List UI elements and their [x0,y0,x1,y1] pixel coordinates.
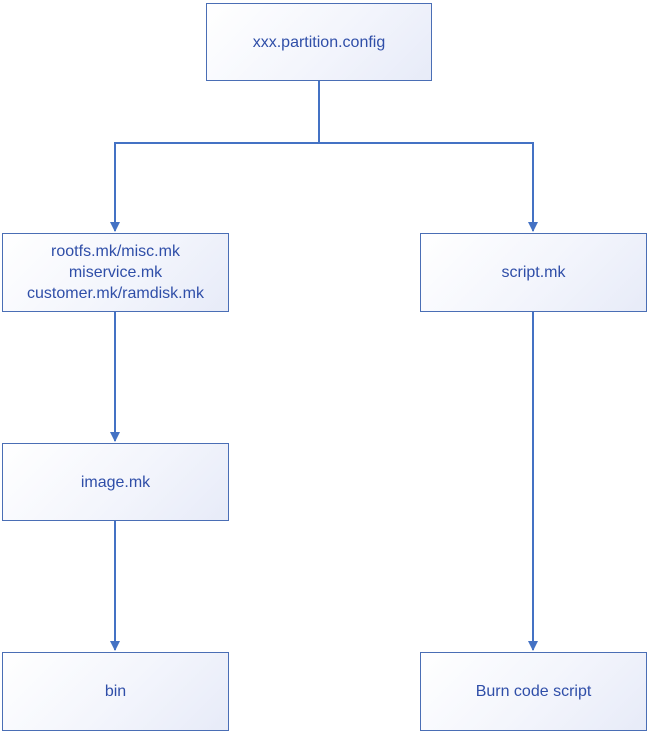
edge-config-to-script [319,142,538,232]
node-make-files-line-customer: customer.mk/ramdisk.mk [27,285,204,302]
node-make-files-line-rootfs: rootfs.mk/misc.mk [51,243,180,260]
node-partition-config-label: xxx.partition.config [252,33,386,51]
node-script-mk-label: script.mk [501,264,566,281]
node-burn-code-script-label: Burn code script [475,683,592,700]
node-make-files: rootfs.mk/misc.mk miservice.mk customer.… [2,233,229,312]
edge-config-to-makes [110,81,320,232]
node-script-mk: script.mk [420,233,647,312]
node-make-files-lines: rootfs.mk/misc.mk miservice.mk customer.… [27,241,204,304]
node-bin: bin [2,652,229,731]
node-image-mk: image.mk [2,443,229,521]
node-burn-code-script: Burn code script [420,652,647,731]
node-partition-config: xxx.partition.config [206,3,432,81]
node-image-mk-label: image.mk [80,473,151,491]
node-make-files-line-miservice: miservice.mk [68,264,163,281]
node-bin-label: bin [104,683,127,700]
